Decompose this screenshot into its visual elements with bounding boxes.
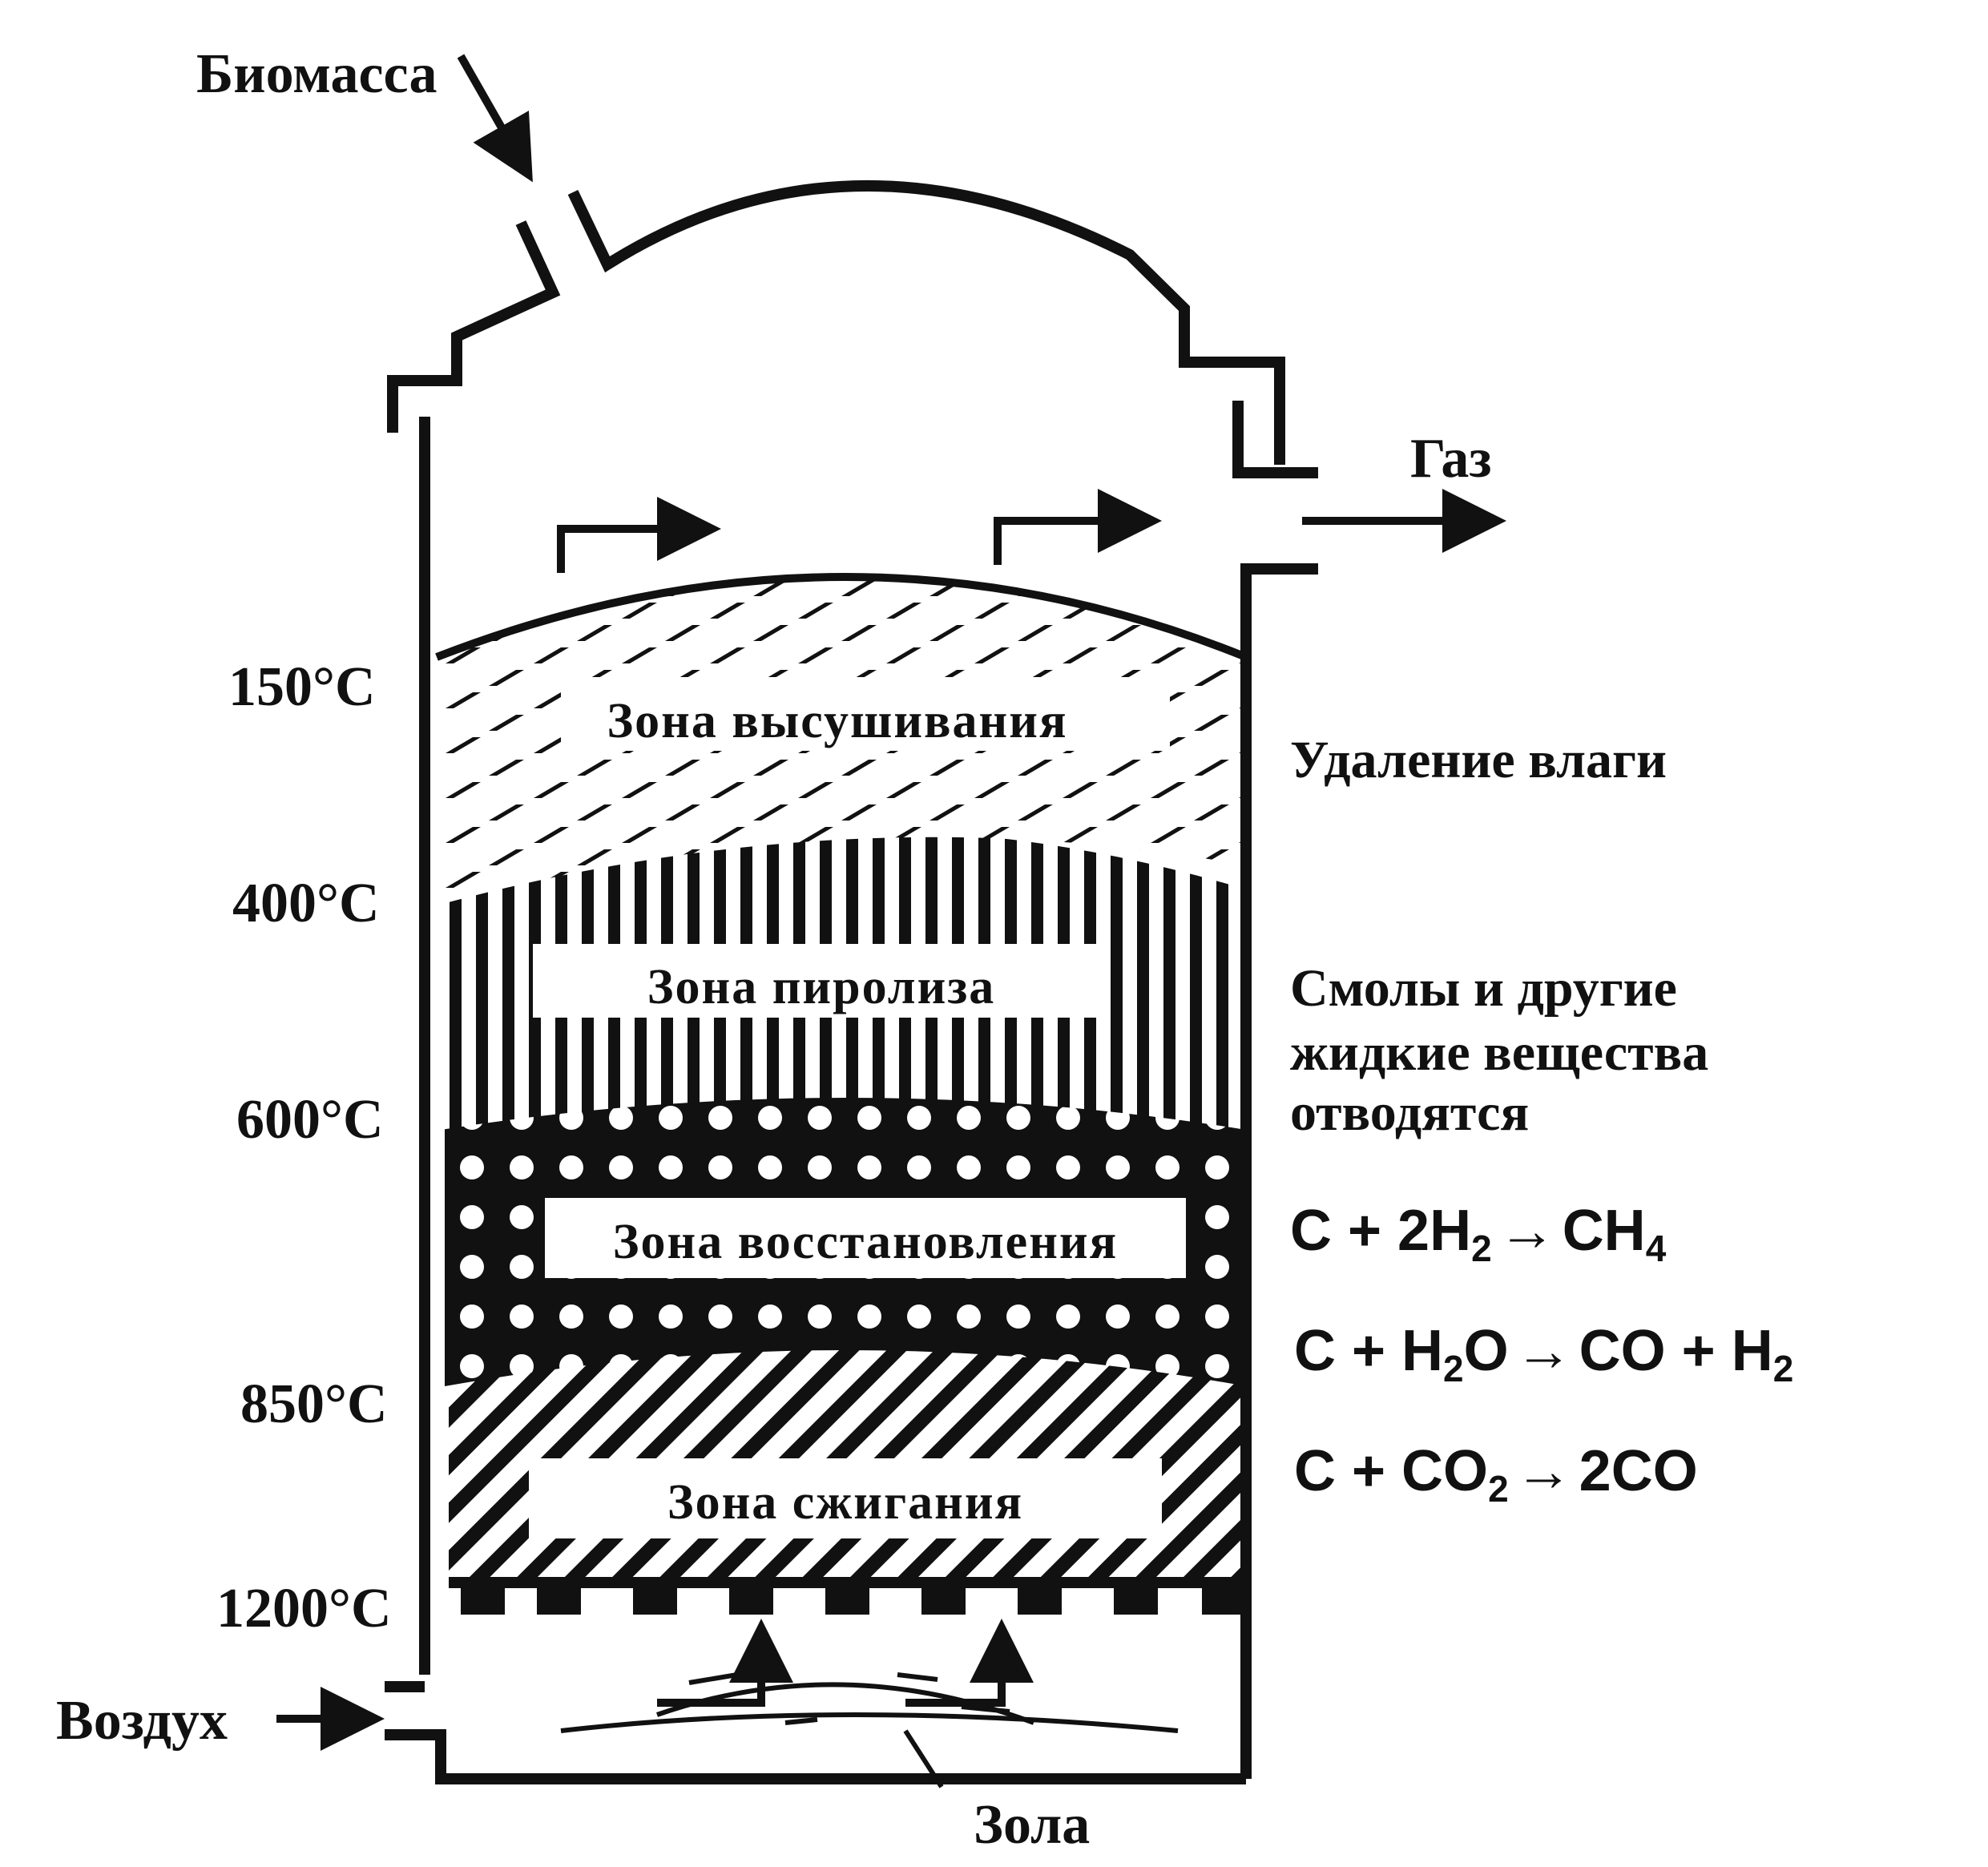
- gas-flow-arrows: [557, 489, 1506, 573]
- air-label: Воздух: [56, 1690, 228, 1752]
- biomass-label: Биомасса: [196, 43, 437, 105]
- temperature-label: 400°C: [232, 873, 380, 934]
- temperature-label: 1200°C: [216, 1578, 392, 1639]
- temperature-label: 600°C: [236, 1089, 384, 1151]
- ash-label: Зола: [974, 1794, 1090, 1856]
- combustion-zone-label-box: [529, 1458, 1162, 1538]
- air-flow-arrows: [276, 1619, 1034, 1751]
- reaction-methane: C + 2H2→CH4: [1290, 1199, 1667, 1269]
- grate: [449, 1577, 1246, 1615]
- gas-label: Газ: [1410, 428, 1492, 490]
- biomass-arrow: [457, 54, 533, 183]
- ash-pointer: [903, 1729, 944, 1788]
- reaction-boudouard: C + CO2→2CO: [1294, 1439, 1698, 1510]
- pyrolysis-note-line2: жидкие вещества: [1290, 1023, 1708, 1082]
- reduction-zone-label-box: [545, 1198, 1186, 1278]
- drying-note: Удаление влаги: [1290, 731, 1667, 789]
- combustion-zone-label: Зона сжигания: [667, 1475, 1023, 1530]
- reduction-zone-label: Зона восстановления: [613, 1215, 1118, 1269]
- pyrolysis-note-line3: отводятся: [1290, 1083, 1529, 1142]
- pyrolysis-note-line1: Смолы и другие: [1290, 959, 1677, 1018]
- gasifier-vessel: [385, 179, 1318, 1784]
- temperature-label: 850°C: [240, 1373, 388, 1435]
- pyrolysis-zone-label-box: [533, 944, 1110, 1018]
- ash-pile: [560, 1672, 1179, 1733]
- drying-zone-label: Зона высушивания: [607, 694, 1067, 748]
- reaction-water-gas: C + H2O→CO + H2: [1294, 1319, 1793, 1389]
- drying-zone-label-box: [561, 677, 1170, 751]
- pyrolysis-zone-label: Зона пиролиза: [647, 960, 995, 1014]
- temperature-label: 150°C: [228, 656, 376, 718]
